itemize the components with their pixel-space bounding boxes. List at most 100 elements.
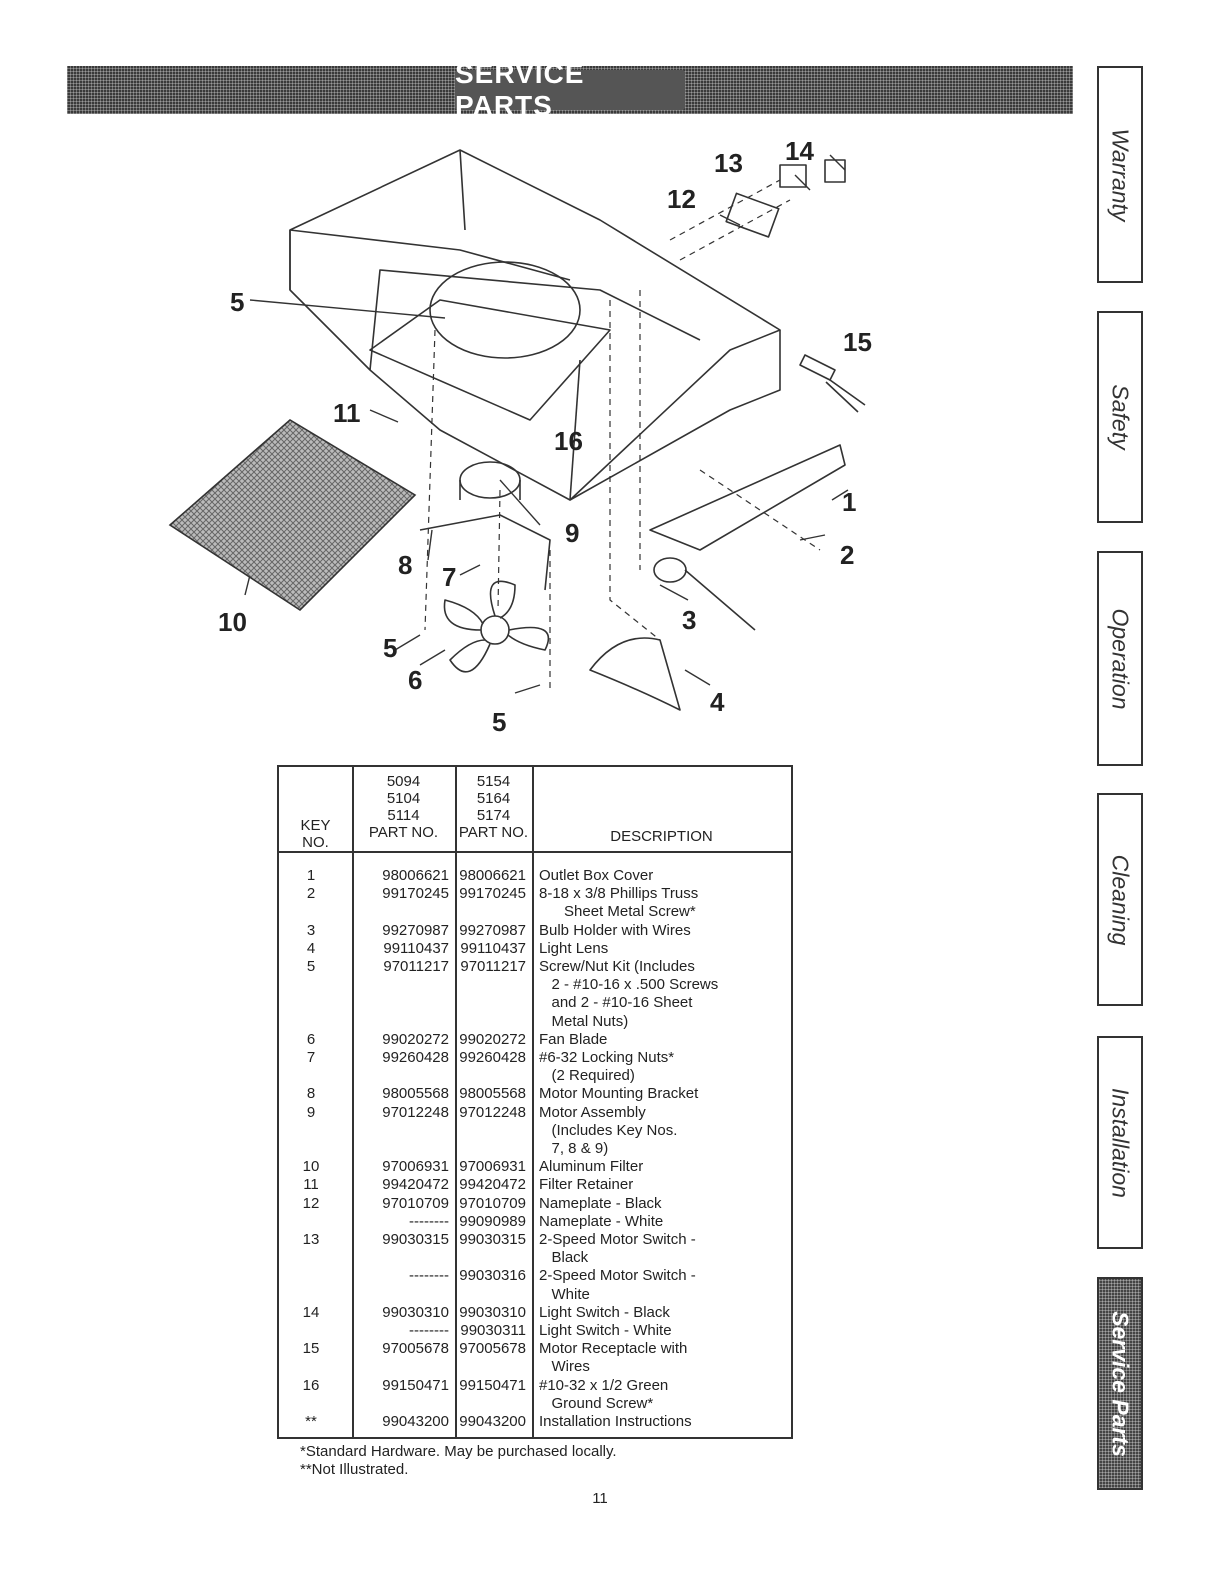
table-row: Black: [279, 1249, 791, 1267]
callout-1: 1: [842, 487, 857, 517]
callout-4: 4: [710, 687, 725, 717]
description: and 2 - #10-16 Sheet: [539, 994, 693, 1012]
header-part-col2: 5154 5164 5174 PART NO.: [458, 773, 529, 841]
description: Wires: [539, 1358, 590, 1376]
light-switch: [824, 159, 846, 183]
table-row: White: [279, 1286, 791, 1304]
tab-label: Service Parts: [1107, 1310, 1134, 1457]
part-no-col2: 99030310: [459, 1303, 526, 1321]
part-no-col1: 99270987: [382, 921, 449, 939]
description: Light Switch - White: [539, 1322, 672, 1340]
key-no: 3: [306, 921, 316, 939]
key-no: [279, 1395, 343, 1413]
key-no: [279, 976, 343, 994]
description: 2-Speed Motor Switch -: [539, 1231, 696, 1249]
key-no: **: [305, 1413, 317, 1431]
footnote-not-illustrated: **Not Illustrated.: [300, 1461, 409, 1478]
part-no-col2: [455, 1358, 532, 1376]
table-row: and 2 - #10-16 Sheet: [279, 994, 791, 1012]
part-no-col1: [343, 1140, 455, 1158]
table-row: 7, 8 & 9): [279, 1140, 791, 1158]
key-no: 6: [306, 1030, 316, 1048]
part-no-col2: 98006621: [459, 867, 526, 884]
tab-label: Safety: [1107, 384, 1134, 450]
part-no-col2: 99270987: [459, 921, 526, 939]
hood-body: [289, 149, 781, 501]
description: Nameplate - Black: [539, 1194, 662, 1212]
part-no-col1: 99170245: [382, 885, 449, 903]
description: Light Lens: [539, 939, 609, 957]
part-no-col2: [455, 1249, 532, 1267]
fan-opening: [429, 261, 581, 359]
callout-6: 6: [408, 665, 423, 695]
footnote-standard-hardware: *Standard Hardware. May be purchased loc…: [300, 1443, 617, 1460]
part-no-col1: 99260428: [382, 1049, 449, 1067]
part-no-col2: [455, 976, 532, 994]
description: Black: [539, 1249, 589, 1267]
tab-safety[interactable]: Safety: [1097, 311, 1143, 523]
part-no-col1: 99043200: [382, 1413, 449, 1431]
tab-operation[interactable]: Operation: [1097, 551, 1143, 766]
parts-table: KEY NO. 5094 5104 5114 PART NO. 5154 516…: [277, 765, 793, 1439]
part-no-col2: 97010709: [459, 1194, 526, 1212]
tab-warranty[interactable]: Warranty: [1097, 66, 1143, 283]
callout-13: 13: [714, 148, 743, 178]
key-no: 9: [306, 1103, 316, 1121]
tab-installation[interactable]: Installation: [1097, 1036, 1143, 1249]
nameplate: [725, 192, 780, 238]
part-no-col2: 99090989: [459, 1212, 526, 1230]
description: Filter Retainer: [539, 1176, 634, 1194]
part-no-col1: 99110437: [383, 939, 449, 957]
description: Ground Screw*: [539, 1394, 654, 1412]
part-no-col1: [343, 1013, 455, 1031]
description: Screw/Nut Kit (Includes: [539, 958, 695, 976]
tab-label: Cleaning: [1107, 854, 1134, 945]
table-row: Ground Screw*: [279, 1395, 791, 1413]
description: Light Switch - Black: [539, 1303, 670, 1321]
part-no-col2: [455, 1140, 532, 1158]
part-no-col1: [343, 1249, 455, 1267]
page-number: 11: [592, 1490, 608, 1507]
key-no: [279, 1213, 343, 1231]
tab-label: Operation: [1107, 607, 1134, 710]
description: #10-32 x 1/2 Green: [539, 1376, 669, 1394]
part-no-col2: 99150471: [459, 1376, 526, 1394]
tab-service-parts[interactable]: Service Parts: [1097, 1277, 1143, 1490]
description: Aluminum Filter: [539, 1158, 644, 1176]
description: (Includes Key Nos.: [539, 1121, 678, 1139]
part-no-col2: 99043200: [459, 1413, 526, 1431]
part-no-col2: [455, 1122, 532, 1140]
part-no-col1: 99150471: [382, 1376, 449, 1394]
header-part-col1: 5094 5104 5114 PART NO.: [368, 773, 439, 841]
part-no-col2: [455, 1013, 532, 1031]
part-no-col1: --------: [409, 1212, 449, 1230]
exploded-diagram: 5 11 10 8 7 5 6 5 9 16 13 14 12 15 1 2 3…: [140, 130, 900, 760]
part-no-col2: 97011217: [460, 958, 526, 976]
part-no-col2: 99170245: [459, 885, 526, 903]
key-no: [279, 1140, 343, 1158]
callout-15: 15: [843, 327, 872, 357]
key-no: [279, 1286, 343, 1304]
key-no: [279, 1358, 343, 1376]
description: Bulb Holder with Wires: [539, 921, 691, 939]
part-no-col2: 98005568: [459, 1085, 526, 1103]
part-no-col1: 97010709: [382, 1194, 449, 1212]
part-no-col1: [343, 976, 455, 994]
description: 7, 8 & 9): [539, 1140, 609, 1158]
part-no-col1: --------: [409, 1322, 449, 1340]
callout-16: 16: [554, 426, 583, 456]
description: 2 - #10-16 x .500 Screws: [539, 976, 719, 994]
key-no: 13: [302, 1231, 320, 1249]
callout-2: 2: [840, 540, 855, 570]
key-no: [279, 994, 343, 1012]
tab-cleaning[interactable]: Cleaning: [1097, 793, 1143, 1006]
